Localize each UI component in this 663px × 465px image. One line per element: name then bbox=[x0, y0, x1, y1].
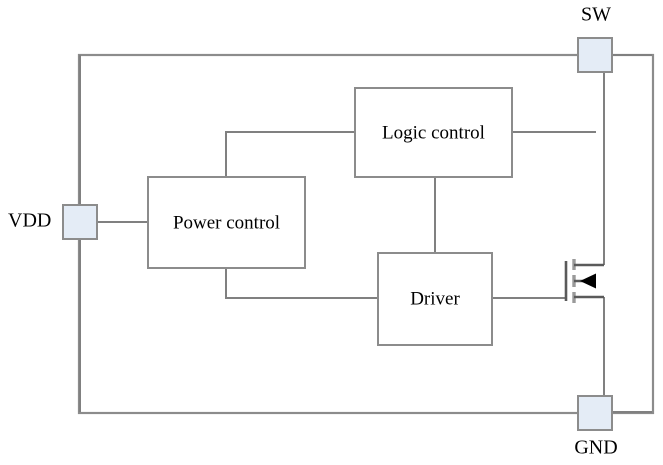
pin-label-gnd: GND bbox=[574, 437, 617, 459]
wire-power-control-to-logic-control bbox=[225, 131, 355, 177]
mosfet-bulk-arrow-icon bbox=[580, 273, 596, 289]
pad-sw[interactable] bbox=[577, 37, 613, 73]
block-label-logic-control: Logic control bbox=[382, 122, 485, 143]
block-driver[interactable] bbox=[377, 252, 493, 346]
pin-label-sw: SW bbox=[581, 4, 611, 26]
block-power-control[interactable] bbox=[147, 176, 306, 269]
block-label-driver: Driver bbox=[410, 288, 460, 309]
wire-power-control-to-driver bbox=[225, 268, 378, 299]
pin-label-vdd: VDD bbox=[8, 210, 51, 232]
pad-gnd[interactable] bbox=[577, 395, 613, 431]
block-label-power-control: Power control bbox=[173, 212, 280, 233]
block-logic-control[interactable] bbox=[354, 87, 513, 178]
pad-vdd[interactable] bbox=[62, 204, 98, 240]
